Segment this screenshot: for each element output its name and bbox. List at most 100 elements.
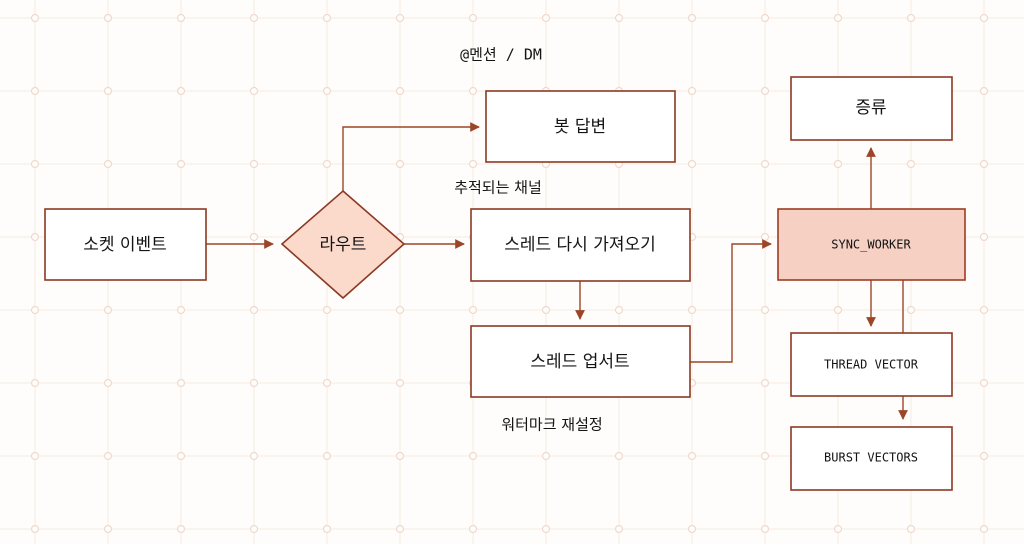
grid-dot: [176, 524, 186, 534]
grid-dot: [687, 305, 697, 315]
edge-label-mention-dm: @멘션 / DM: [460, 46, 542, 64]
grid-dot: [395, 524, 405, 534]
node-burst-vectors: BURST VECTORS: [790, 426, 953, 491]
grid-dot: [395, 13, 405, 23]
grid-dot: [979, 524, 989, 534]
grid-dot: [103, 86, 113, 96]
grid-dot: [322, 524, 332, 534]
grid-dot: [687, 159, 697, 169]
grid-dot: [979, 86, 989, 96]
grid-dot: [468, 13, 478, 23]
grid-dot: [979, 305, 989, 315]
node-upsert-thread: 스레드 업서트: [470, 325, 691, 398]
grid-dot: [906, 305, 916, 315]
grid-dot: [322, 305, 332, 315]
node-distill: 증류: [790, 76, 953, 141]
grid-dot: [833, 13, 843, 23]
node-sync-worker: SYNC_WORKER: [777, 208, 966, 281]
grid-dot: [176, 378, 186, 388]
grid-dot: [30, 232, 40, 242]
grid-dot: [906, 13, 916, 23]
node-socket-event-label: 소켓 이벤트: [83, 235, 167, 255]
grid-dot: [395, 378, 405, 388]
grid-dot: [979, 232, 989, 242]
grid-dot: [30, 86, 40, 96]
grid-dot: [614, 13, 624, 23]
grid-dot: [322, 13, 332, 23]
grid-dot: [760, 524, 770, 534]
grid-dot: [760, 159, 770, 169]
grid-dot: [30, 524, 40, 534]
node-route-decision: 라우트: [280, 189, 406, 300]
grid-dot: [103, 305, 113, 315]
grid-dot: [249, 159, 259, 169]
node-bot-reply-label: 봇 답변: [554, 117, 606, 137]
grid-dot: [249, 86, 259, 96]
node-bot-reply: 봇 답변: [485, 90, 676, 163]
grid-dot: [906, 524, 916, 534]
grid-dot: [176, 305, 186, 315]
grid-dot: [249, 524, 259, 534]
grid-dot: [468, 86, 478, 96]
grid-dot: [541, 305, 551, 315]
grid-dot: [30, 451, 40, 461]
grid-dot: [395, 159, 405, 169]
node-thread-vector-label: THREAD VECTOR: [824, 358, 919, 372]
grid-dot: [541, 451, 551, 461]
grid-dot: [103, 13, 113, 23]
grid-dot: [760, 305, 770, 315]
grid-dot: [979, 13, 989, 23]
grid-dot: [249, 13, 259, 23]
grid-dot: [760, 86, 770, 96]
grid-dot: [103, 159, 113, 169]
grid-dot: [395, 451, 405, 461]
node-route-label: 라우트: [320, 235, 367, 255]
grid-dot: [760, 378, 770, 388]
grid-dot: [30, 305, 40, 315]
edge-upsert-to-sync-worker: [690, 239, 772, 363]
grid-dot: [176, 86, 186, 96]
grid-dot: [979, 159, 989, 169]
node-burst-vectors-label: BURST VECTORS: [824, 451, 918, 465]
grid-dot: [176, 159, 186, 169]
grid-dot: [833, 159, 843, 169]
grid-dot: [30, 13, 40, 23]
grid-dot: [249, 378, 259, 388]
grid-dot: [395, 86, 405, 96]
grid-dot: [979, 378, 989, 388]
grid-dot: [176, 13, 186, 23]
grid-dot: [103, 524, 113, 534]
node-refetch-thread-label: 스레드 다시 가져오기: [504, 235, 656, 255]
grid-dot: [833, 524, 843, 534]
node-refetch-thread: 스레드 다시 가져오기: [470, 208, 691, 282]
grid-dot: [468, 305, 478, 315]
grid-dot: [249, 305, 259, 315]
edge-label-tracked-channel: 추적되는 채널: [454, 179, 542, 197]
grid-dot: [541, 13, 551, 23]
grid-dot: [906, 159, 916, 169]
grid-dot: [614, 305, 624, 315]
edge-label-watermark-reset: 워터마크 재설정: [501, 416, 602, 434]
grid-dot: [760, 232, 770, 242]
grid-dot: [687, 524, 697, 534]
node-distill-label: 증류: [855, 98, 886, 118]
edge-route-to-bot-reply: [342, 122, 480, 191]
grid-dot: [468, 524, 478, 534]
grid-dot: [322, 159, 332, 169]
node-socket-event: 소켓 이벤트: [44, 208, 207, 281]
grid-dot: [322, 378, 332, 388]
grid-dot: [687, 86, 697, 96]
grid-dot: [687, 13, 697, 23]
grid-dot: [322, 451, 332, 461]
grid-dot: [614, 524, 624, 534]
grid-dot: [979, 451, 989, 461]
grid-dot: [30, 378, 40, 388]
grid-dot: [760, 451, 770, 461]
grid-dot: [322, 86, 332, 96]
grid-dot: [103, 451, 113, 461]
grid-dot: [249, 451, 259, 461]
grid-dot: [30, 159, 40, 169]
node-sync-worker-label: SYNC_WORKER: [831, 238, 911, 252]
